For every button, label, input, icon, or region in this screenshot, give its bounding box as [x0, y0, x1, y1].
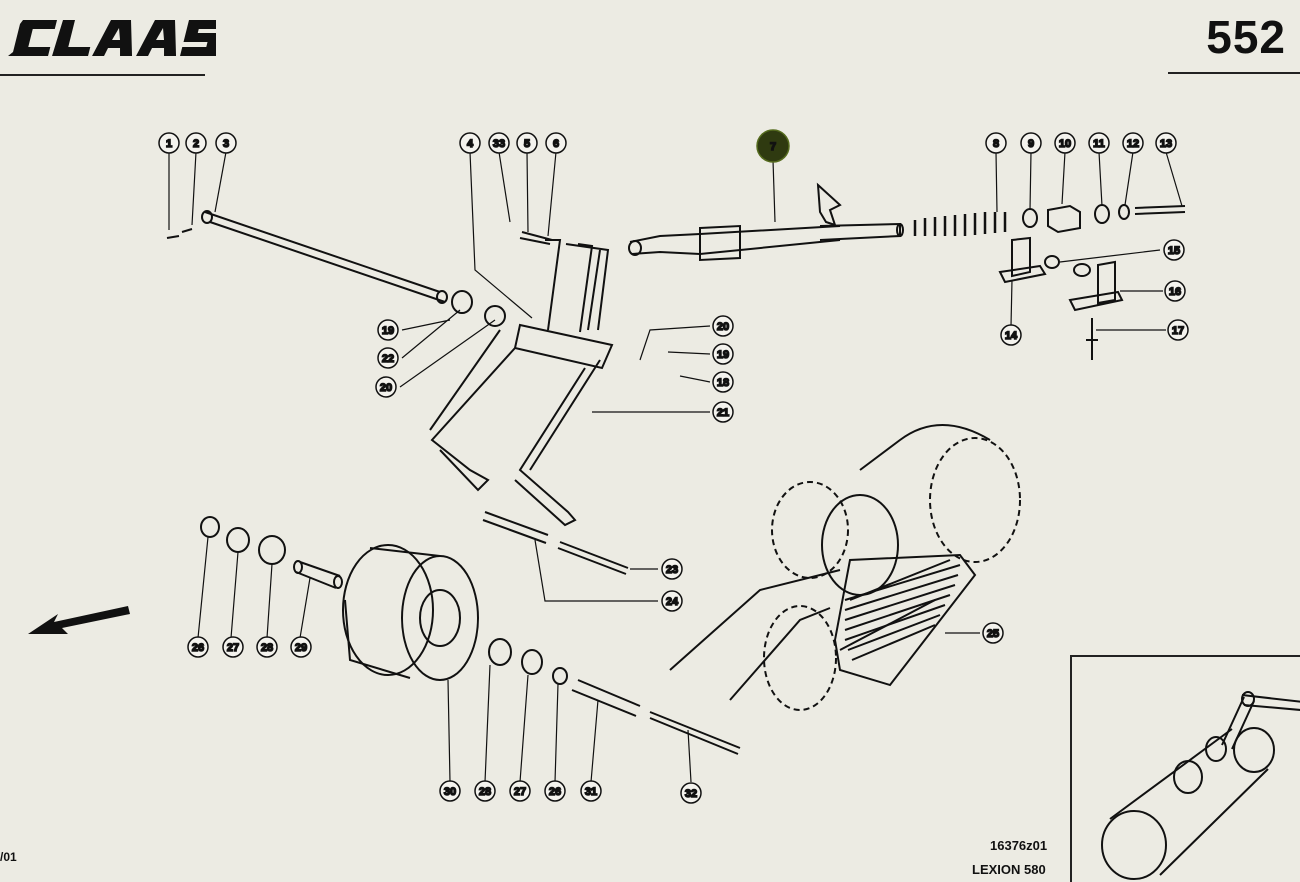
callout-label: 23 — [666, 564, 678, 576]
callout-label: 10 — [1059, 138, 1071, 150]
callout-label: 24 — [666, 596, 679, 608]
callout-label: 16 — [1169, 286, 1181, 298]
callout-24: 24 — [661, 590, 683, 612]
inset-detail-frame — [1070, 655, 1300, 882]
callout-label: 32 — [685, 788, 697, 800]
callout-label: 15 — [1168, 245, 1180, 257]
page-number: 552 — [1206, 11, 1286, 63]
callout-label: 28 — [261, 642, 273, 654]
callout-label: 1 — [166, 138, 172, 150]
callout-1: 1 — [158, 132, 180, 154]
callout-10: 10 — [1054, 132, 1076, 154]
callout-7: 7 — [756, 129, 790, 163]
callout-5: 5 — [516, 132, 538, 154]
callout-label: 13 — [1160, 138, 1172, 150]
callout-label: 33 — [493, 138, 505, 150]
callout-label: 12 — [1127, 138, 1139, 150]
callout-17: 17 — [1167, 319, 1189, 341]
callout-30: 30 — [439, 780, 461, 802]
callout-label: 3 — [223, 138, 229, 150]
callout-label: 27 — [514, 786, 526, 798]
callout-label: 11 — [1093, 138, 1105, 150]
callout-label: 19 — [717, 349, 729, 361]
callout-label: 7 — [770, 141, 776, 153]
callout-label: 27 — [227, 642, 239, 654]
callout-label: 26 — [549, 786, 561, 798]
callout-4: 4 — [459, 132, 481, 154]
callout-label: 9 — [1028, 138, 1034, 150]
callout-22: 22 — [377, 347, 399, 369]
callout-label: 25 — [987, 628, 999, 640]
callout-16: 16 — [1164, 280, 1186, 302]
direction-arrow-icon — [28, 606, 130, 634]
callout-label: 29 — [295, 642, 307, 654]
callout-20: 20 — [712, 315, 734, 337]
callout-label: 18 — [717, 377, 729, 389]
page-edge-text: /01 — [0, 850, 17, 864]
callout-32: 32 — [680, 782, 702, 804]
callout-18: 18 — [712, 371, 734, 393]
callout-label: 22 — [382, 353, 394, 365]
callout-28: 28 — [256, 636, 278, 658]
callout-2: 2 — [185, 132, 207, 154]
callout-label: 2 — [193, 138, 199, 150]
callout-6: 6 — [545, 132, 567, 154]
model-name: LEXION 580 — [972, 862, 1046, 877]
callout-label: 31 — [585, 786, 597, 798]
callout-15: 15 — [1163, 239, 1185, 261]
callout-33: 33 — [488, 132, 510, 154]
callout-27: 27 — [509, 780, 531, 802]
header-rule-left — [0, 74, 205, 76]
callout-label: 14 — [1005, 330, 1018, 342]
callout-12: 12 — [1122, 132, 1144, 154]
callout-26: 26 — [187, 636, 209, 658]
callout-label: 4 — [467, 138, 474, 150]
callout-27: 27 — [222, 636, 244, 658]
callout-label: 19 — [382, 325, 394, 337]
callout-31: 31 — [580, 780, 602, 802]
callout-label: 20 — [717, 321, 729, 333]
callout-26: 26 — [544, 780, 566, 802]
callout-label: 6 — [553, 138, 559, 150]
callout-9: 9 — [1020, 132, 1042, 154]
callout-label: 21 — [717, 407, 729, 419]
inset-detail-drawing — [1101, 691, 1300, 880]
callout-8: 8 — [985, 132, 1007, 154]
callout-3: 3 — [215, 132, 237, 154]
drawing-reference: 16376z01 — [990, 838, 1048, 853]
callout-label: 8 — [993, 138, 999, 150]
callout-label: 26 — [192, 642, 204, 654]
header-rule-right — [1168, 72, 1300, 74]
callout-14: 14 — [1000, 324, 1022, 346]
callout-19: 19 — [377, 319, 399, 341]
callout-20: 20 — [375, 376, 397, 398]
callout-28: 28 — [474, 780, 496, 802]
callout-label: 28 — [479, 786, 491, 798]
callout-label: 20 — [380, 382, 392, 394]
callout-19: 19 — [712, 343, 734, 365]
callout-25: 25 — [982, 622, 1004, 644]
callout-label: 30 — [444, 786, 456, 798]
claas-logo — [8, 20, 216, 56]
callout-29: 29 — [290, 636, 312, 658]
callout-13: 13 — [1155, 132, 1177, 154]
callout-23: 23 — [661, 558, 683, 580]
callout-11: 11 — [1088, 132, 1110, 154]
callout-21: 21 — [712, 401, 734, 423]
callout-label: 17 — [1172, 325, 1184, 337]
callout-label: 5 — [524, 138, 530, 150]
